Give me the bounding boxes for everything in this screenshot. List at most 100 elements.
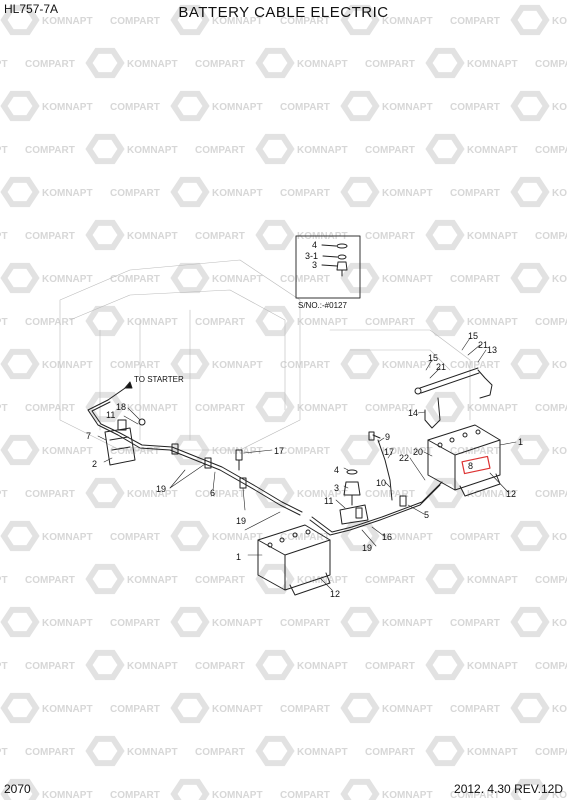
watermark-text: KOMNAPT <box>127 575 178 586</box>
watermark-text: KOMNAPT <box>0 747 8 758</box>
watermark-text: KOMNAPT <box>212 446 263 457</box>
watermark-text: COMPART <box>25 747 75 758</box>
watermark-text: KOMNAPT <box>382 102 433 113</box>
watermark-text: KOMNAPT <box>42 360 93 371</box>
watermark-text: KOMNAPT <box>127 489 178 500</box>
page-number: 2070 <box>4 782 31 796</box>
watermark-text: COMPART <box>25 317 75 328</box>
watermark-text: COMPART <box>110 532 160 543</box>
watermark-text: KOMNAPT <box>212 704 263 715</box>
watermark-mark: KOMNAPT COMPART <box>0 747 75 758</box>
watermark-text: COMPART <box>365 59 415 70</box>
watermark-text: KOMNAPT <box>0 661 8 672</box>
watermark-text: KOMNAPT <box>0 317 8 328</box>
watermark-mark: KOMNAPT COMPART <box>85 391 245 423</box>
watermark-text: KOMNAPT <box>552 102 567 113</box>
callout: 15 <box>428 353 438 363</box>
callout: 22 <box>399 453 409 463</box>
watermark-text: COMPART <box>195 403 245 414</box>
watermark-text: COMPART <box>535 661 567 672</box>
watermark-text: COMPART <box>25 145 75 156</box>
watermark-text: COMPART <box>195 489 245 500</box>
watermark-text: COMPART <box>280 790 330 800</box>
watermark-text: COMPART <box>110 102 160 113</box>
watermark-text: KOMNAPT <box>42 532 93 543</box>
bridge-cable <box>309 481 443 536</box>
inset-part <box>321 243 348 277</box>
watermark-text: COMPART <box>195 145 245 156</box>
inset-box <box>295 235 361 299</box>
watermark-text: COMPART <box>535 231 567 242</box>
watermark-text: KOMNAPT <box>0 231 8 242</box>
watermark-text: KOMNAPT <box>42 790 93 800</box>
battery-right <box>427 424 501 497</box>
watermark-text: KOMNAPT <box>42 188 93 199</box>
callout: 21 <box>478 340 488 350</box>
callout: 7 <box>86 431 91 441</box>
watermark-text: KOMNAPT <box>0 59 8 70</box>
watermark-text: COMPART <box>535 145 567 156</box>
watermark-text: KOMNAPT <box>0 575 8 586</box>
to-starter-arrow <box>107 381 133 401</box>
watermark-text: COMPART <box>450 188 500 199</box>
watermark-text: COMPART <box>110 790 160 800</box>
watermark-text: KOMNAPT <box>297 317 348 328</box>
callout: 3 <box>334 483 339 493</box>
watermark-text: KOMNAPT <box>467 317 518 328</box>
callout: 10 <box>376 478 386 488</box>
watermark-text: KOMNAPT <box>552 618 567 629</box>
watermark-text: KOMNAPT <box>467 231 518 242</box>
watermark-text: COMPART <box>450 446 500 457</box>
watermark-text: COMPART <box>535 59 567 70</box>
watermark-text: KOMNAPT <box>467 59 518 70</box>
callout: 8 <box>468 461 473 471</box>
watermark-text: KOMNAPT <box>0 145 8 156</box>
watermark-text: COMPART <box>280 446 330 457</box>
watermark-text: KOMNAPT <box>382 274 433 285</box>
watermark-text: COMPART <box>365 231 415 242</box>
watermark-text: COMPART <box>450 790 500 800</box>
left-cable <box>87 399 303 516</box>
watermark-text: KOMNAPT <box>42 618 93 629</box>
watermark-text: COMPART <box>450 532 500 543</box>
relay-unit-left <box>104 418 146 466</box>
watermark-text: KOMNAPT <box>127 403 178 414</box>
watermark-text: COMPART <box>195 747 245 758</box>
watermark-text: KOMNAPT <box>127 661 178 672</box>
watermark-text: COMPART <box>25 403 75 414</box>
watermark-text: KOMNAPT <box>127 747 178 758</box>
callout: 5 <box>424 510 429 520</box>
watermark-text: COMPART <box>25 575 75 586</box>
watermark-text: KOMNAPT <box>467 575 518 586</box>
watermark-text: COMPART <box>365 489 415 500</box>
